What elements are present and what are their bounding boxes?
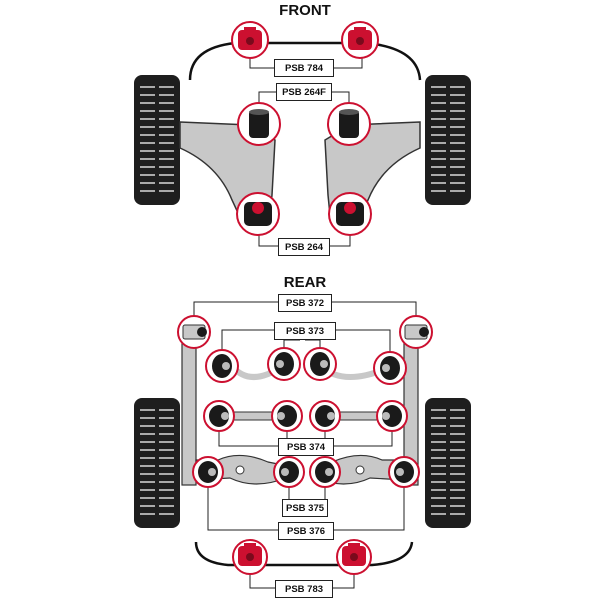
bush-psb374-4: [376, 400, 408, 432]
rear-left-trailing-arm: [181, 334, 197, 486]
label-psb783: PSB 783: [275, 580, 333, 598]
bush-psb375-right: [309, 456, 341, 488]
bush-psb372-left: [177, 315, 211, 349]
bush-psb374-3: [309, 400, 341, 432]
bush-psb373-4: [373, 351, 407, 385]
label-psb264f: PSB 264F: [276, 83, 332, 101]
front-heading: FRONT: [279, 2, 331, 19]
bush-psb374-1: [203, 400, 235, 432]
rear-right-tyre: [423, 396, 473, 530]
label-psb374: PSB 374: [278, 438, 334, 456]
bush-psb373-3: [303, 347, 337, 381]
bush-psb783-right: [336, 539, 372, 575]
bush-psb783-left: [232, 539, 268, 575]
bush-psb372-right: [399, 315, 433, 349]
label-psb784: PSB 784: [274, 59, 334, 77]
label-psb376: PSB 376: [278, 522, 334, 540]
rear-anti-roll-bar: [194, 541, 414, 567]
bush-psb264f-right: [327, 102, 371, 146]
rear-heading: REAR: [283, 274, 327, 291]
label-psb372: PSB 372: [278, 294, 332, 312]
front-right-tyre: [423, 73, 473, 207]
bush-psb376-right: [388, 456, 420, 488]
front-anti-roll-bar: [188, 41, 422, 81]
bush-psb784-left: [231, 21, 269, 59]
front-left-tyre: [132, 73, 182, 207]
label-psb264: PSB 264: [278, 238, 330, 256]
rear-left-tyre: [132, 396, 182, 530]
bush-psb375-left: [273, 456, 305, 488]
label-psb373: PSB 373: [274, 322, 336, 340]
bush-psb784-right: [341, 21, 379, 59]
bush-psb264-right: [328, 192, 372, 236]
bush-psb264-left: [236, 192, 280, 236]
bush-psb376-left: [192, 456, 224, 488]
bush-psb373-2: [267, 347, 301, 381]
bush-psb264f-left: [237, 102, 281, 146]
bush-psb373-1: [205, 349, 239, 383]
label-psb375: PSB 375: [282, 499, 328, 517]
bush-psb374-2: [271, 400, 303, 432]
